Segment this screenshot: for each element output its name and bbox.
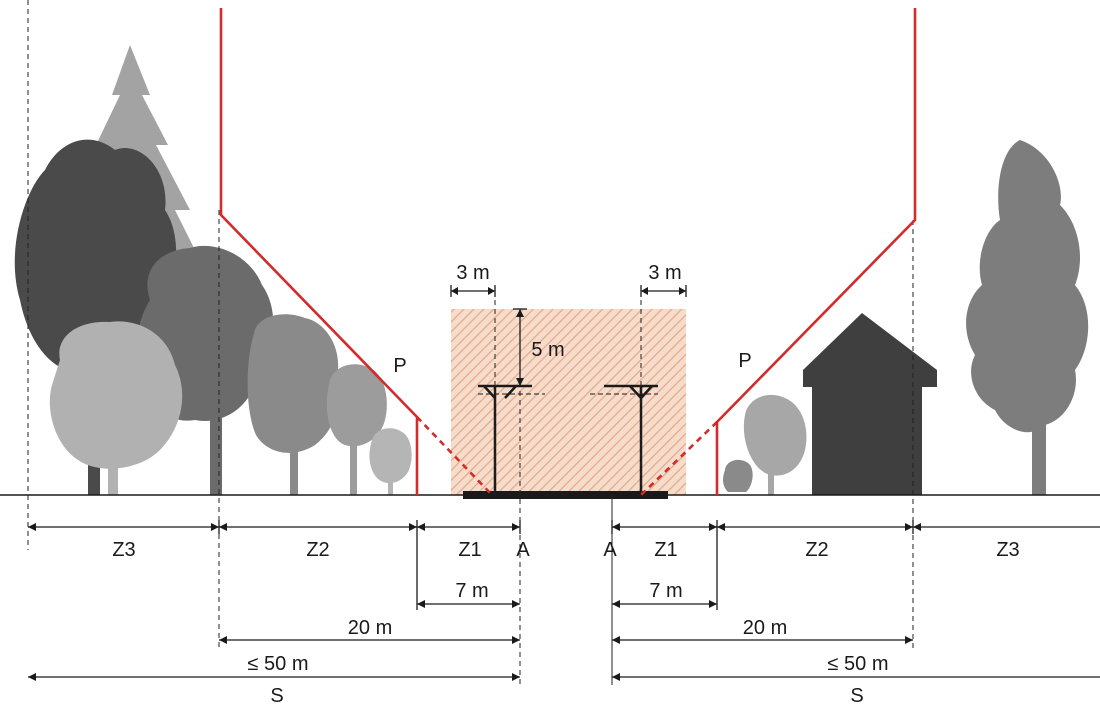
dim-label-50m-left: ≤ 50 m xyxy=(248,653,309,675)
zone-label-z1-left: Z1 xyxy=(458,539,481,561)
left-boundary-line xyxy=(219,8,493,496)
dim-label-5m: 5 m xyxy=(531,339,564,361)
axis-label-a-left: A xyxy=(516,539,530,561)
light-tree-icon xyxy=(743,394,807,495)
labels: Z3 Z2 Z1 A A Z1 Z2 Z3 P P 3 m 3 m 5 m 7 … xyxy=(112,262,1019,707)
left-tree-group xyxy=(14,45,412,495)
clearance-zone xyxy=(451,309,686,495)
dim-label-20m-left: 20 m xyxy=(348,617,392,639)
dim-label-3m-left: 3 m xyxy=(456,262,489,284)
marker-p-left: P xyxy=(393,355,406,377)
dim-label-7m-right: 7 m xyxy=(649,580,682,602)
dimension-lines xyxy=(28,285,1100,681)
zone-label-z2-right: Z2 xyxy=(805,539,828,561)
house-icon xyxy=(803,313,937,495)
zone-label-z3-left: Z3 xyxy=(112,539,135,561)
right-objects-group xyxy=(723,140,1089,495)
dim-label-50m-right: ≤ 50 m xyxy=(828,653,889,675)
dim-label-7m-left: 7 m xyxy=(455,580,488,602)
small-tree-icon xyxy=(326,364,387,495)
light-tree-icon xyxy=(49,321,183,495)
zone-label-z1-right: Z1 xyxy=(654,539,677,561)
grey-tree-icon xyxy=(247,314,341,495)
small-tree-icon xyxy=(723,459,753,492)
s-label-left: S xyxy=(270,685,283,707)
dim-label-3m-right: 3 m xyxy=(648,262,681,284)
tall-tree-icon xyxy=(966,140,1089,495)
dim-label-20m-right: 20 m xyxy=(743,617,787,639)
zone-label-z3-right: Z3 xyxy=(996,539,1019,561)
s-label-right: S xyxy=(850,685,863,707)
marker-p-right: P xyxy=(738,350,751,372)
axis-label-a-right: A xyxy=(603,539,617,561)
right-boundary-line xyxy=(640,8,917,496)
small-tree-icon xyxy=(369,428,412,495)
zone-label-z2-left: Z2 xyxy=(306,539,329,561)
